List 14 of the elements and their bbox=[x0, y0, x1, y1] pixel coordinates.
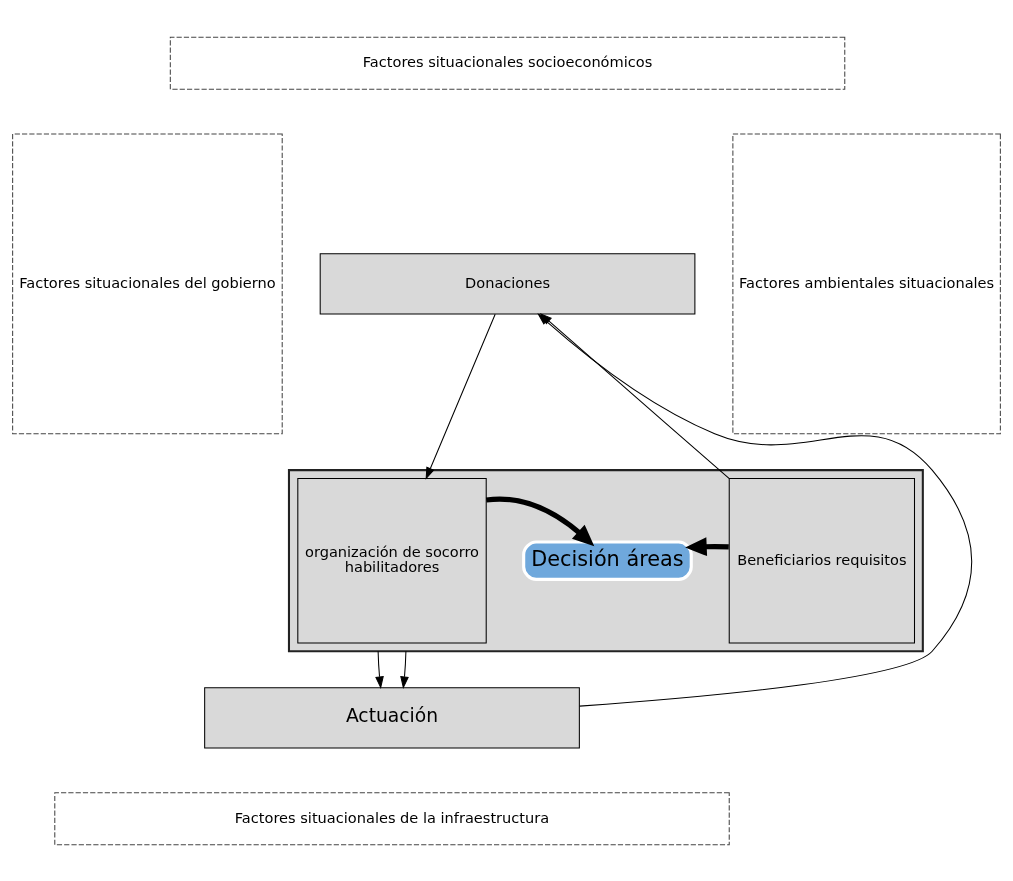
node-box: Factores situacionales socioeconómicos bbox=[169, 36, 846, 90]
arrow bbox=[400, 650, 409, 689]
arrow bbox=[685, 536, 729, 556]
node-box: Factores ambientales situacionales bbox=[732, 132, 1001, 434]
node-box: Factores situacionales de la infraestructura bbox=[54, 791, 730, 845]
node-box: organización de socorro habilitadores bbox=[297, 477, 487, 643]
arrow bbox=[425, 313, 496, 480]
node-box: Actuación bbox=[204, 686, 580, 749]
node-box: Decisión áreas bbox=[522, 539, 693, 581]
node-box: Beneficiarios requisitos bbox=[728, 477, 915, 643]
node-box: Donaciones bbox=[319, 252, 696, 315]
arrow bbox=[375, 650, 384, 689]
node-box: Factores situacionales del gobierno bbox=[12, 132, 283, 434]
arrow bbox=[486, 495, 595, 546]
